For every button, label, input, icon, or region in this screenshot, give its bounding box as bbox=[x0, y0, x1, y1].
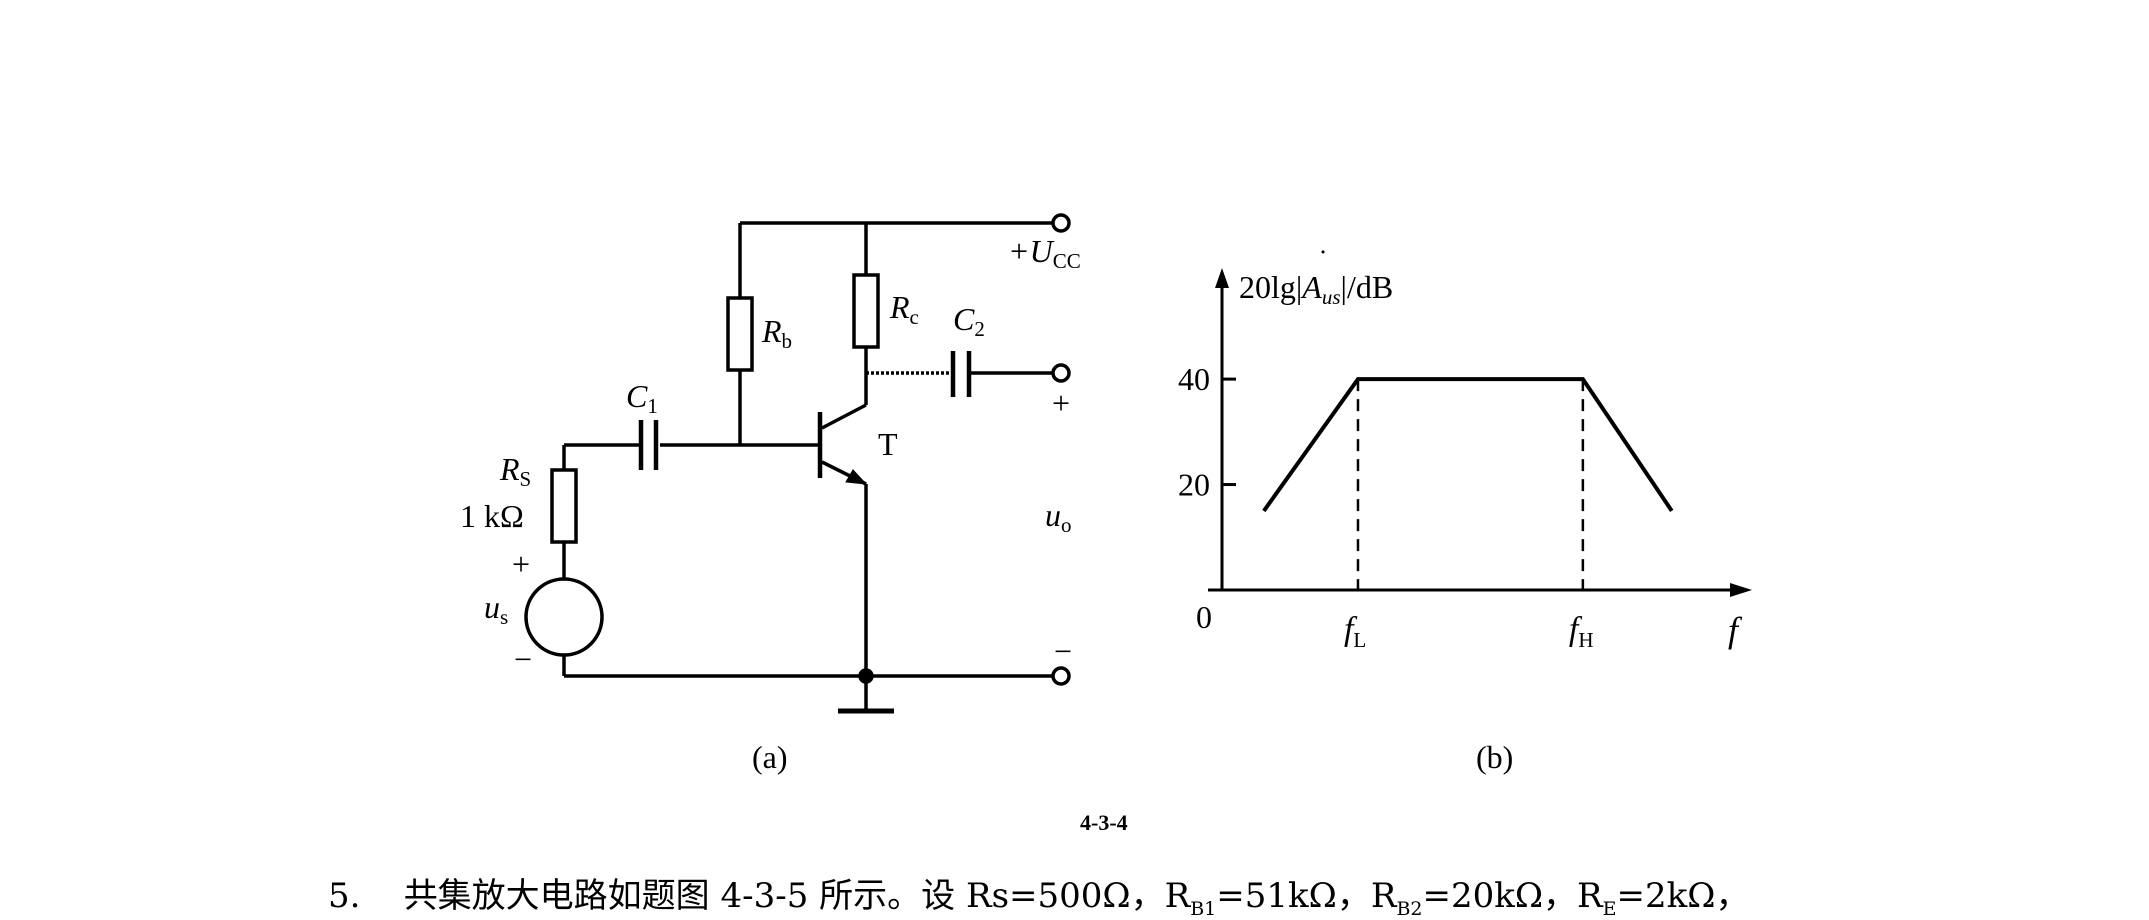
y-axis-arrow bbox=[1215, 268, 1229, 288]
transistor-label: T bbox=[878, 426, 898, 462]
gain-curve bbox=[1262, 377, 1674, 513]
origin-label: 0 bbox=[1196, 599, 1212, 635]
emitter-arrow bbox=[845, 469, 868, 485]
c2-label: C2 bbox=[953, 301, 985, 341]
output-plus-label: + bbox=[1052, 385, 1070, 421]
problem-statement: 5. 共集放大电路如题图 4-3-5 所示。设 Rs=500Ω，RB1=51kΩ… bbox=[328, 868, 1749, 920]
rb1-param: RB1=51kΩ， bbox=[1164, 876, 1371, 920]
vcc-terminal bbox=[1051, 213, 1071, 233]
dashed-guides bbox=[1356, 379, 1585, 590]
problem-number: 5. bbox=[328, 876, 361, 916]
source-minus-label: − bbox=[514, 641, 532, 677]
x-ticks: fL fH bbox=[1344, 611, 1594, 652]
figure-number: 4-3-4 bbox=[1080, 810, 1128, 835]
rb-resistor bbox=[726, 296, 754, 372]
y-axis-label: 20lg|Aus|/dB bbox=[1239, 269, 1393, 309]
rb-label: Rb bbox=[761, 313, 792, 353]
circuit-caption: (a) bbox=[752, 739, 788, 775]
vcc-label: +UCC bbox=[1008, 233, 1081, 273]
problem-text: 共集放大电路如题图 4-3-5 所示。设 Rs=500Ω， bbox=[403, 876, 1165, 916]
c1-label: C1 bbox=[626, 378, 658, 418]
chart-axes bbox=[1208, 282, 1738, 592]
amplifier-circuit-diagram bbox=[524, 213, 1071, 714]
rb2-param: RB2=20kΩ， bbox=[1370, 876, 1578, 920]
rc-resistor bbox=[852, 273, 880, 349]
source-label: us bbox=[484, 589, 508, 629]
signal-source bbox=[524, 577, 604, 657]
y-axis-label-dot: ˙ bbox=[1318, 244, 1328, 277]
x-axis-label: f bbox=[1728, 610, 1743, 650]
y-tick-label-40: 40 bbox=[1178, 361, 1210, 397]
transistor-collector-lead bbox=[821, 403, 867, 430]
x-axis-arrow bbox=[1730, 583, 1752, 597]
rs-label: RS bbox=[499, 451, 531, 491]
circuit-labels: +UCC Rb Rc C2 C1 RS 1 kΩ T + us − + uo −… bbox=[460, 233, 1081, 775]
y-tick-label-20: 20 bbox=[1178, 467, 1210, 503]
output-plus-terminal bbox=[1051, 363, 1071, 383]
output-minus-terminal bbox=[1051, 666, 1071, 686]
figure-4-3-4: +UCC Rb Rc C2 C1 RS 1 kΩ T + us − + uo −… bbox=[460, 213, 1752, 835]
output-minus-label: − bbox=[1054, 633, 1072, 669]
rs-value-label: 1 kΩ bbox=[460, 498, 524, 534]
rs-resistor bbox=[550, 468, 578, 544]
x-tick-label-fL: fL bbox=[1344, 611, 1366, 652]
source-plus-label: + bbox=[512, 546, 530, 582]
rc-label: Rc bbox=[889, 289, 919, 329]
chart-caption: (b) bbox=[1476, 739, 1513, 775]
output-label: uo bbox=[1045, 497, 1072, 537]
x-tick-label-fH: fH bbox=[1569, 611, 1594, 652]
re-param: RE=2kΩ， bbox=[1577, 876, 1750, 920]
